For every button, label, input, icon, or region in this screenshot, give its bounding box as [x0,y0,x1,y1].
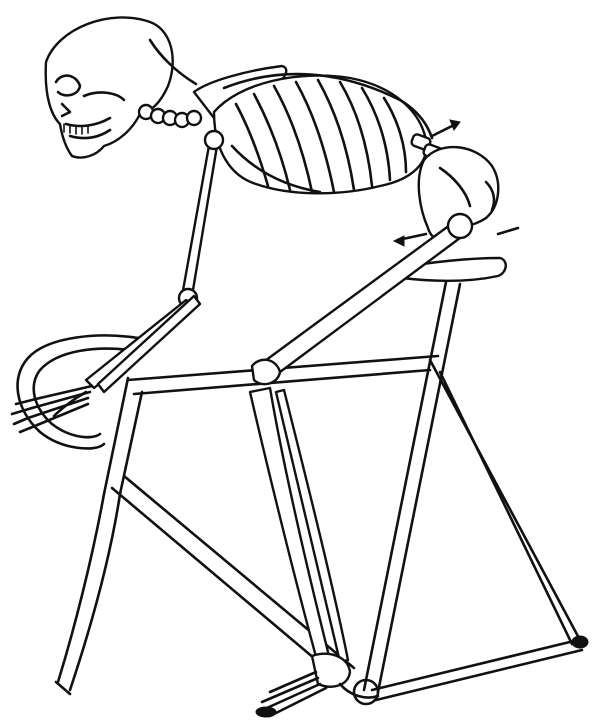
tick-mark [498,228,518,234]
seat-tube [364,282,446,690]
fork-dropout [56,682,70,694]
seat-tube-inner [378,284,460,692]
humerus [182,140,218,296]
front-fork [58,494,120,690]
skull [46,17,173,157]
femur [258,222,468,378]
rear-dropout [572,636,588,648]
patella [252,360,280,384]
seat-stay [430,360,580,640]
ribcage [214,74,432,193]
foot-bones [256,654,378,717]
chain-stay [372,640,578,690]
chain-stay-inner [376,650,582,700]
cervical-spine [139,105,201,127]
seat-stay-inner [440,372,572,644]
